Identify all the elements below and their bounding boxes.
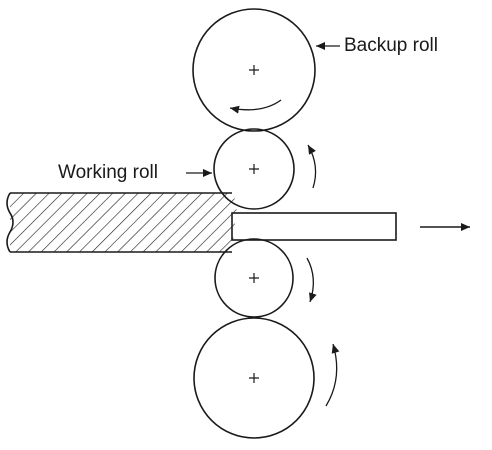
- lower-backup-roll: [193, 317, 340, 439]
- upper-working-rotation-arrow: [307, 144, 317, 189]
- strip-break-line: [6, 192, 14, 253]
- upper-backup-roll: [192, 8, 316, 132]
- lower-backup-rotation-arrow: [325, 343, 340, 407]
- working-roll-label: Working roll: [58, 162, 158, 183]
- backup-roll-label: Backup roll: [344, 35, 438, 56]
- upper-working-roll: [213, 128, 317, 210]
- strip-thin-section: [231, 212, 397, 241]
- strip-thick-section: [10, 193, 237, 252]
- upper-backup-rotation-arrow: [229, 99, 282, 114]
- lower-working-rotation-arrow: [306, 257, 317, 303]
- lower-working-roll: [214, 238, 317, 318]
- workpiece-strip: [6, 192, 397, 253]
